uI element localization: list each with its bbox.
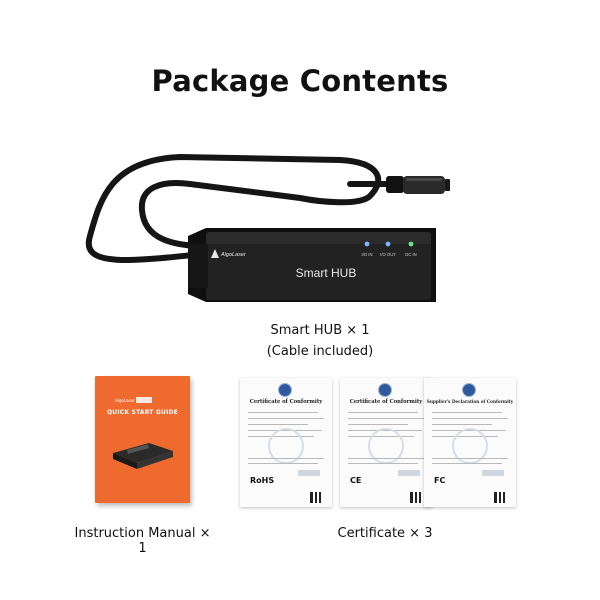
fcc-mark: FC — [434, 476, 446, 485]
brand-logo-icon — [211, 249, 219, 258]
device-illustration — [113, 443, 173, 469]
cable-connector — [386, 176, 450, 194]
qr-code-icon — [494, 492, 505, 503]
led-label-dc-in: DC IN — [405, 252, 416, 257]
manual-tag — [136, 397, 152, 403]
seal-icon — [378, 383, 392, 397]
hub-brand: AlgoLaser — [220, 252, 247, 258]
instruction-manual-image: AlgoLaser QUICK START GUIDE — [95, 376, 190, 503]
hub-caption-line1: Smart HUB × 1 — [270, 323, 370, 338]
page-title: Package Contents — [151, 64, 449, 98]
ce-mark: CE — [350, 476, 362, 485]
certificate-caption: Certificate × 3 — [337, 526, 433, 541]
certificate-title: Certificate of Conformity — [249, 399, 323, 405]
hub-caption-line2: (Cable included) — [266, 344, 374, 359]
led-dc-in — [408, 241, 414, 247]
manual-caption: Instruction Manual × 1 — [74, 526, 211, 556]
seal-icon — [462, 383, 476, 397]
qr-code-icon — [410, 492, 421, 503]
seal-icon — [278, 383, 292, 397]
certificate-ce: Certificate of Conformity CE — [340, 378, 432, 507]
certificate-rohs: Certificate of Conformity RoHS — [240, 378, 332, 507]
qr-code-icon — [310, 492, 321, 503]
led-label-io-out: I/O OUT — [380, 252, 396, 257]
manual-brand: AlgoLaser — [115, 398, 135, 403]
led-io-in — [364, 241, 370, 247]
smart-hub-image: I/O IN I/O OUT DC IN AlgoLaser Smart HUB — [85, 153, 450, 302]
led-label-io-in: I/O IN — [362, 252, 373, 257]
led-io-out — [385, 241, 391, 247]
hub-caption: Smart HUB × 1 (Cable included) — [200, 320, 440, 362]
certificate-title: Supplier's Declaration of Conformity — [426, 399, 514, 404]
hub-name: Smart HUB — [296, 266, 357, 280]
certificate-fcc: Supplier's Declaration of Conformity FC — [424, 378, 516, 507]
rohs-mark: RoHS — [250, 476, 275, 485]
certificate-title: Certificate of Conformity — [349, 399, 423, 405]
hub-body — [188, 228, 436, 302]
manual-heading: QUICK START GUIDE — [107, 409, 178, 416]
